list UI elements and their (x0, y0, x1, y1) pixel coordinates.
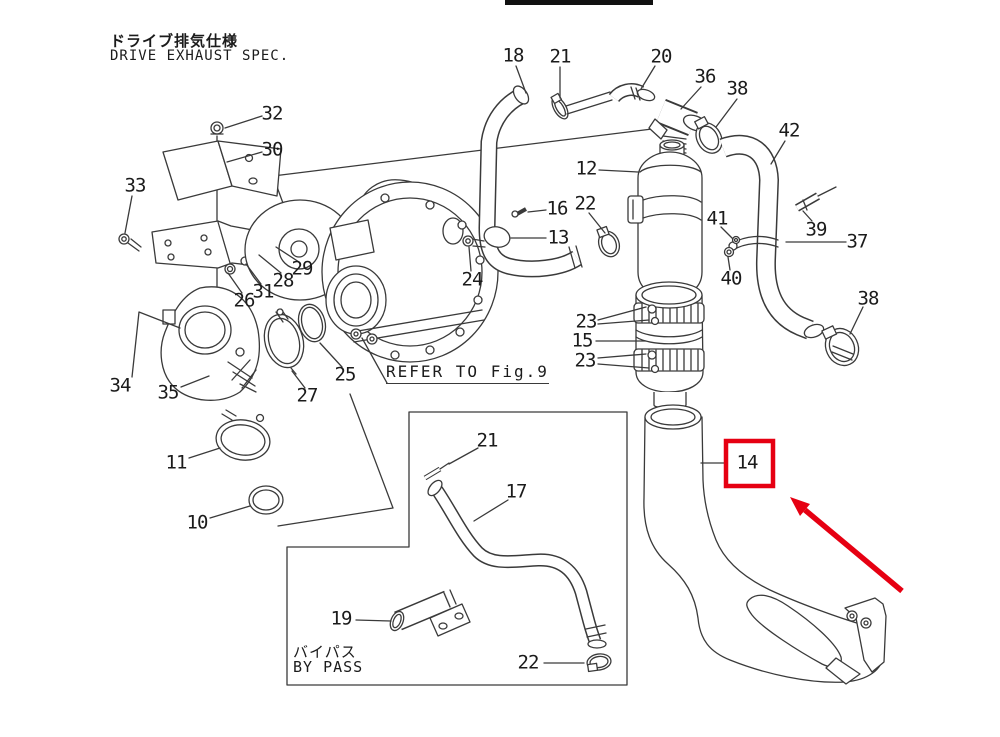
callout-24: 24 (461, 268, 484, 291)
callout-22-inset: 22 (517, 651, 540, 674)
callout-12: 12 (575, 157, 598, 180)
callout-14-highlighted: 14 (736, 451, 759, 474)
pump-housing-fig9 (244, 179, 499, 363)
callout-26: 26 (233, 289, 256, 312)
highlight-arrow (790, 497, 904, 594)
callout-27: 27 (296, 384, 319, 407)
callout-19: 19 (330, 607, 353, 630)
callout-10: 10 (186, 511, 209, 534)
o-ring-10 (248, 485, 284, 515)
clamp-38-top (694, 116, 723, 154)
callout-23-lower: 23 (574, 349, 597, 372)
leader-lines (124, 65, 864, 664)
callout-39: 39 (805, 218, 828, 241)
callout-40: 40 (720, 267, 743, 290)
callout-25: 25 (334, 363, 357, 386)
clamp-38-right (821, 325, 860, 367)
callout-37: 37 (846, 230, 869, 253)
callout-34: 34 (109, 374, 132, 397)
callout-11: 11 (165, 451, 188, 474)
top-edge-artifact (505, 0, 653, 5)
clamp-21-top (550, 91, 613, 120)
callout-21-top: 21 (549, 45, 572, 68)
callout-15: 15 (571, 329, 594, 352)
callout-33: 33 (124, 174, 147, 197)
callout-38-top: 38 (726, 77, 749, 100)
callout-42: 42 (778, 119, 801, 142)
callout-31: 31 (252, 280, 275, 303)
callout-16: 16 (546, 197, 569, 220)
bypass-label-japanese: バイパス (293, 643, 357, 661)
hose-42 (719, 134, 825, 340)
clamp-13-nut-24-bolt-16 (462, 207, 527, 248)
callout-20: 20 (650, 45, 673, 68)
sensor-39 (795, 186, 837, 212)
elbow-20 (608, 83, 656, 103)
strap-37-with-40-41 (723, 235, 779, 258)
header-title-english: DRIVE EXHAUST SPEC. (110, 48, 290, 64)
highlight-box-14 (723, 438, 776, 489)
callout-29: 29 (291, 257, 314, 280)
callout-18: 18 (502, 44, 525, 67)
callout-38-right: 38 (857, 287, 880, 310)
coupling-15-23 (633, 281, 705, 409)
pipe-17 (427, 479, 607, 649)
callout-36: 36 (694, 65, 717, 88)
fitting-19 (389, 589, 471, 637)
callout-35: 35 (157, 381, 180, 404)
bypass-label-english: BY PASS (293, 658, 364, 676)
bracket-30 (162, 135, 282, 301)
clamp-22-upper (596, 225, 621, 258)
callout-23-upper: 23 (575, 310, 598, 333)
refer-note: REFER TO Fig.9 (386, 362, 549, 384)
clamp-22-inset (586, 653, 612, 673)
callout-30: 30 (261, 138, 284, 161)
callout-32: 32 (261, 102, 284, 125)
muffler-12 (627, 139, 703, 299)
hose-14 (643, 404, 887, 685)
callout-41: 41 (706, 207, 729, 230)
clamp-11 (215, 409, 271, 461)
exhaust-elbow-34-35 (160, 286, 261, 401)
bolt-32 (210, 121, 224, 135)
callout-22-top: 22 (574, 192, 597, 215)
header-title-japanese: ドライブ排気仕様 (110, 32, 239, 50)
clamp-27 (263, 308, 305, 375)
pin-21-inset (423, 462, 450, 481)
inset-box (286, 411, 628, 686)
callout-21-inset: 21 (476, 429, 499, 452)
bolt-33 (118, 233, 142, 252)
o-ring-25 (297, 303, 327, 343)
callout-17: 17 (505, 480, 528, 503)
callout-28: 28 (272, 269, 295, 292)
callout-13: 13 (547, 226, 570, 249)
